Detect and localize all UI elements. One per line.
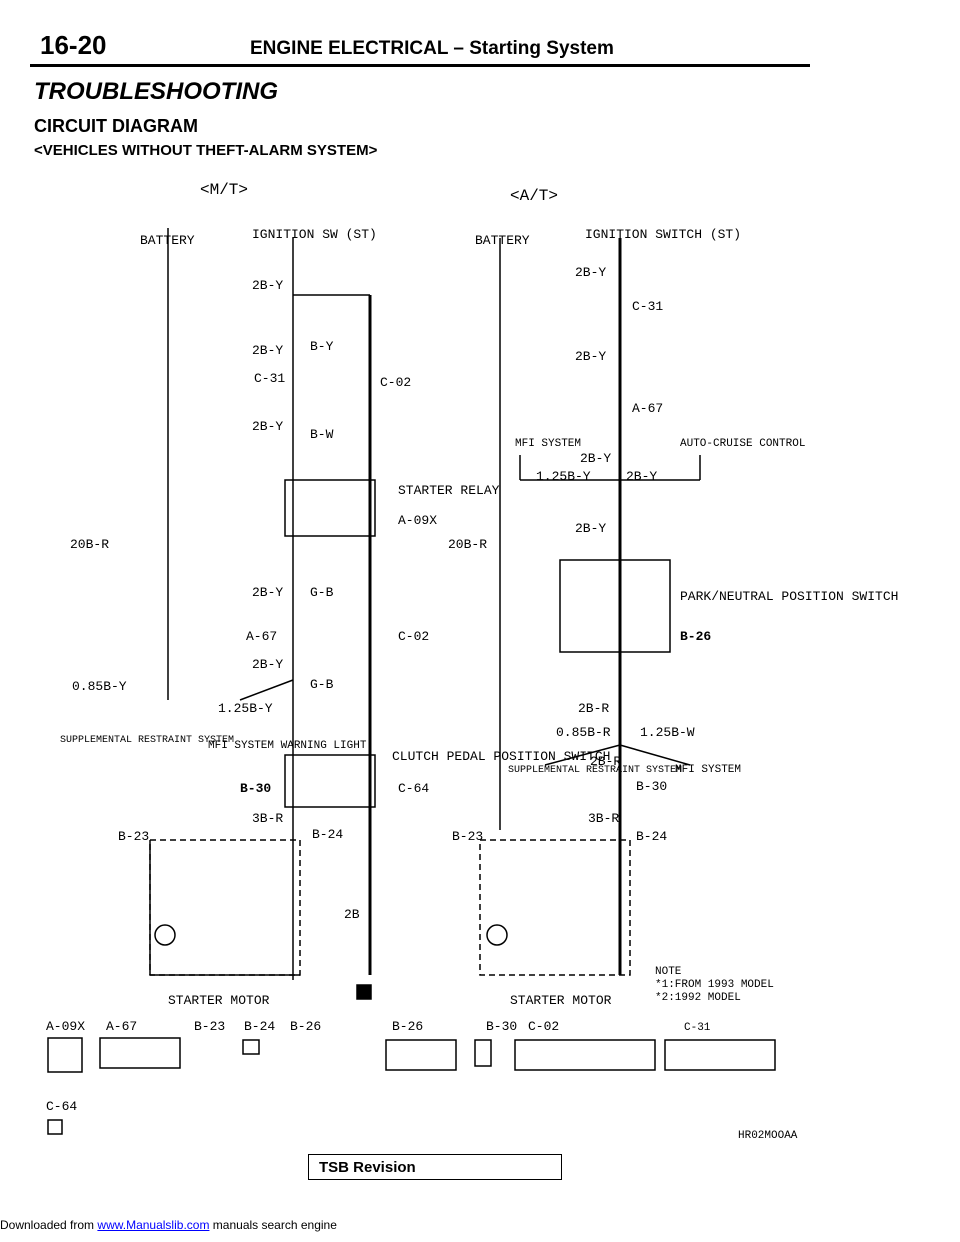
note-1: *1:FROM 1993 MODEL bbox=[655, 979, 774, 991]
conn-c02: C-02 bbox=[528, 1019, 559, 1034]
at-srs-label: SUPPLEMENTAL RESTRAINT SYSTEM bbox=[508, 765, 682, 776]
note-2: *2:1992 MODEL bbox=[655, 992, 741, 1004]
mt-wire-bw: B-W bbox=[310, 427, 334, 442]
at-connector-b23: B-23 bbox=[452, 829, 483, 844]
mt-connector-c64: C-64 bbox=[398, 781, 429, 796]
heading-troubleshooting: TROUBLESHOOTING bbox=[34, 78, 278, 105]
footer-link[interactable]: www.Manualslib.com bbox=[97, 1218, 210, 1232]
conn-a09x: A-09X bbox=[46, 1019, 85, 1034]
at-wire-125by: 1.25B-Y bbox=[536, 469, 591, 484]
at-connector-b26: B-26 bbox=[680, 629, 711, 644]
mt-wire-4: 2B-Y bbox=[252, 585, 283, 600]
mt-wire-1: 2B-Y bbox=[252, 278, 283, 293]
footer: Downloaded from www.Manualslib.com manua… bbox=[0, 1218, 337, 1232]
mt-connector-c31: C-31 bbox=[254, 371, 285, 386]
at-connector-b30: B-30 bbox=[636, 779, 667, 794]
at-mfi-system: MFI SYSTEM bbox=[515, 438, 581, 450]
at-wire-2br2: 2B-R bbox=[590, 754, 621, 769]
mt-wire-2: 2B-Y bbox=[252, 343, 283, 358]
conn-b24: B-24 bbox=[244, 1019, 275, 1034]
conn-b30: B-30 bbox=[486, 1019, 517, 1034]
at-wire-1: 2B-Y bbox=[575, 265, 606, 280]
conn-c64: C-64 bbox=[46, 1099, 77, 1114]
mt-connector-b30: B-30 bbox=[240, 781, 271, 796]
at-wire-2br: 2B-R bbox=[578, 701, 609, 716]
section-title: ENGINE ELECTRICAL – Starting System bbox=[250, 38, 614, 59]
mt-wire-125by: 1.25B-Y bbox=[218, 701, 273, 716]
conn-b26b: B-26 bbox=[392, 1019, 423, 1034]
mt-mfi-warning: MFI SYSTEM WARNING LIGHT bbox=[208, 740, 367, 752]
mt-srs-label: SUPPLEMENTAL RESTRAINT SYSTEM bbox=[60, 735, 234, 746]
mt-connector-c02: C-02 bbox=[380, 375, 411, 390]
heading-variant: <VEHICLES WITHOUT THEFT-ALARM SYSTEM> bbox=[34, 142, 378, 159]
mt-wire-085by: 0.85B-Y bbox=[72, 679, 127, 694]
at-connector-b24: B-24 bbox=[636, 829, 667, 844]
at-wire-20br: 20B-R bbox=[448, 537, 487, 552]
mt-connector-a67: A-67 bbox=[246, 629, 277, 644]
conn-a67: A-67 bbox=[106, 1019, 137, 1034]
at-wire-3: 2B-Y bbox=[580, 451, 611, 466]
mt-wire-20br: 20B-R bbox=[70, 537, 109, 552]
at-wire-2: 2B-Y bbox=[575, 349, 606, 364]
header-rule bbox=[30, 64, 810, 67]
mt-starter-relay: STARTER RELAY bbox=[398, 483, 500, 498]
footer-prefix: Downloaded from bbox=[0, 1218, 95, 1232]
at-wire-5: 2B-Y bbox=[575, 521, 606, 536]
at-mfi-system2: MFI SYSTEM bbox=[675, 764, 741, 776]
tsb-revision-box: TSB Revision bbox=[308, 1154, 562, 1180]
mt-wire-3: 2B-Y bbox=[252, 419, 283, 434]
mt-ignition-label: IGNITION SW (ST) bbox=[252, 227, 377, 242]
figure-code: HR02MOOAA bbox=[738, 1130, 798, 1142]
at-battery-label: BATTERY bbox=[475, 233, 530, 248]
conn-c31: C-31 bbox=[684, 1022, 711, 1034]
at-ignition-label: IGNITION SWITCH (ST) bbox=[585, 227, 741, 242]
footer-suffix: manuals search engine bbox=[212, 1218, 337, 1232]
mt-title: <M/T> bbox=[200, 181, 248, 199]
at-park-neutral: PARK/NEUTRAL POSITION SWITCH bbox=[680, 589, 898, 604]
heading-circuit-diagram: CIRCUIT DIAGRAM bbox=[34, 116, 198, 136]
at-connector-c31: C-31 bbox=[632, 299, 663, 314]
at-auto-cruise: AUTO-CRUISE CONTROL bbox=[680, 438, 805, 450]
mt-connector-c02b: C-02 bbox=[398, 629, 429, 644]
at-wire-3br: 3B-R bbox=[588, 811, 619, 826]
at-connector-a67: A-67 bbox=[632, 401, 663, 416]
mt-wire-5: 2B-Y bbox=[252, 657, 283, 672]
at-wire-125bw: 1.25B-W bbox=[640, 725, 695, 740]
page-number: 16-20 bbox=[40, 30, 107, 60]
at-wire-085br: 0.85B-R bbox=[556, 725, 611, 740]
mt-wire-3br: 3B-R bbox=[252, 811, 283, 826]
mt-connector-b23: B-23 bbox=[118, 829, 149, 844]
note-title: NOTE bbox=[655, 966, 682, 978]
mt-battery-label: BATTERY bbox=[140, 233, 195, 248]
at-wire-4: 2B-Y bbox=[626, 469, 657, 484]
mt-connector-a09x: A-09X bbox=[398, 513, 437, 528]
mt-wire-gb2: G-B bbox=[310, 677, 334, 692]
conn-b26a: B-26 bbox=[290, 1019, 321, 1034]
mt-wire-gb1: G-B bbox=[310, 585, 334, 600]
mt-clutch-switch: CLUTCH PEDAL POSITION SWITCH bbox=[392, 749, 610, 764]
mt-wire-2b: 2B bbox=[344, 907, 360, 922]
mt-wire-by: B-Y bbox=[310, 339, 334, 354]
at-starter-motor: STARTER MOTOR bbox=[510, 993, 612, 1008]
at-title: <A/T> bbox=[510, 187, 558, 205]
conn-b23: B-23 bbox=[194, 1019, 225, 1034]
mt-connector-b24: B-24 bbox=[312, 827, 343, 842]
mt-starter-motor: STARTER MOTOR bbox=[168, 993, 270, 1008]
